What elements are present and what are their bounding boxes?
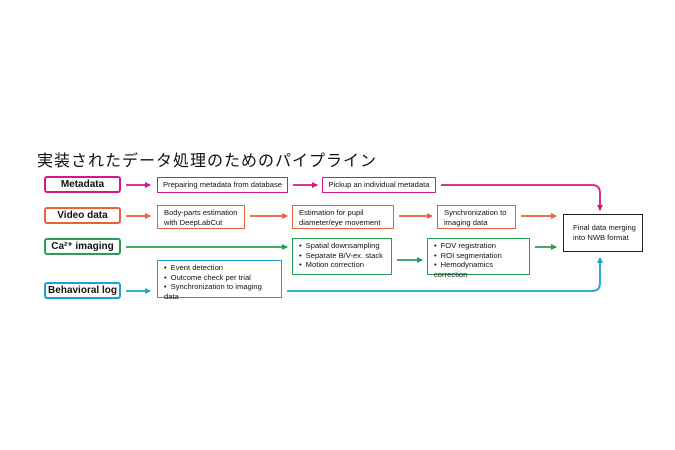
- step-imaging-preprocess-item: Separate B/V-ex. stack: [299, 251, 385, 261]
- source-behavior: Behavioral log: [44, 282, 121, 299]
- source-video-label: Video data: [57, 210, 108, 221]
- step-pupil-line1: Estimation for pupil: [299, 208, 364, 217]
- step-behavior-item: Outcome check per trial: [164, 273, 275, 283]
- arrow-behavior-2: [287, 257, 603, 292]
- step-behavior-processing: Event detection Outcome check per trial …: [157, 260, 282, 301]
- arrow-metadata-3: [441, 184, 603, 211]
- step-pupil-line2: diameter/eye movement: [299, 217, 381, 227]
- step-imaging-preprocess-item: Motion correction: [299, 260, 385, 270]
- source-metadata: Metadata: [44, 176, 121, 193]
- step-deeplabcut-line1: Body-parts estimation: [164, 208, 238, 217]
- step-pupil-estimation: Estimation for pupil diameter/eye moveme…: [292, 205, 394, 229]
- step-imaging-roi-item: Hemodynamics correction: [434, 260, 523, 279]
- source-video: Video data: [44, 207, 121, 224]
- source-imaging-label: Ca²⁺ imaging: [51, 241, 114, 252]
- step-pickup-metadata: Pickup an individual metadata: [322, 177, 436, 193]
- final-line2: into NWB format: [573, 233, 629, 242]
- step-video-sync-line1: Synchronization to: [444, 208, 507, 217]
- final-line1: Final data merging: [573, 223, 636, 232]
- step-behavior-item: Synchronization to imaging data: [164, 282, 275, 301]
- source-behavior-label: Behavioral log: [48, 285, 117, 296]
- step-deeplabcut: Body-parts estimation with DeepLabCut: [157, 205, 245, 229]
- step-pickup-metadata-text: Pickup an individual metadata: [328, 180, 430, 190]
- source-metadata-label: Metadata: [60, 179, 105, 190]
- source-imaging: Ca²⁺ imaging: [44, 238, 121, 255]
- step-imaging-roi: FOV registration ROI segmentation Hemody…: [427, 238, 530, 279]
- step-imaging-roi-item: FOV registration: [434, 241, 523, 251]
- step-behavior-item: Event detection: [164, 263, 275, 273]
- step-video-sync: Synchronization to imaging data: [437, 205, 516, 229]
- step-deeplabcut-line2: with DeepLabCut: [164, 217, 223, 227]
- step-prepare-metadata: Prepairing metadata from database: [157, 177, 288, 193]
- step-imaging-roi-item: ROI segmentation: [434, 251, 523, 261]
- step-prepare-metadata-text: Prepairing metadata from database: [162, 180, 283, 190]
- pipeline-title: 実装されたデータ処理のためのパイプライン: [37, 151, 378, 170]
- step-imaging-preprocess: Spatial downsampling Separate B/V-ex. st…: [292, 238, 392, 275]
- final-nwb-merge: Final data merging into NWB format: [563, 214, 643, 252]
- step-video-sync-line2: imaging data: [444, 217, 488, 227]
- step-imaging-preprocess-item: Spatial downsampling: [299, 241, 385, 251]
